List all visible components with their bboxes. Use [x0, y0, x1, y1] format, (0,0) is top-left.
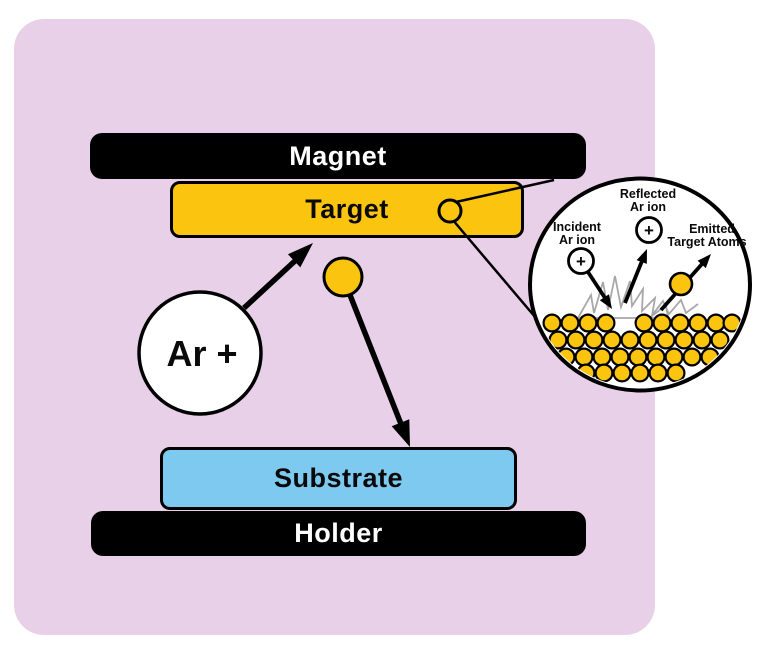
target-atom	[666, 363, 686, 383]
ar-ion-arrow	[242, 243, 313, 311]
target-bar: Target	[170, 181, 524, 238]
ar-ion-label: Ar +	[166, 333, 237, 374]
callout-source-circle	[437, 198, 463, 224]
target-atom	[594, 363, 614, 383]
target-atom	[652, 313, 672, 333]
target-atom	[688, 313, 708, 333]
reflected-arrow	[623, 249, 647, 304]
target-atom	[560, 313, 580, 333]
incident-label-line1: Incident	[553, 220, 602, 234]
holder-bar: Holder	[91, 511, 586, 556]
holder-label: Holder	[294, 518, 383, 548]
target-atom	[674, 330, 694, 350]
target-atom	[682, 347, 702, 367]
reflected-label-line1: Reflected	[620, 187, 676, 201]
emitted-label-line1: Emitted	[689, 222, 735, 236]
target-atom	[670, 313, 690, 333]
incident-ion-plus-icon: +	[576, 252, 586, 271]
target-atom	[634, 313, 654, 333]
reflected-ion-circle	[635, 216, 663, 244]
callout-line-lower	[451, 218, 548, 332]
target-atom	[584, 330, 604, 350]
target-atom	[578, 313, 598, 333]
emitted-label-line2: Target Atoms	[667, 235, 746, 249]
target-atom	[656, 330, 676, 350]
target-atom	[596, 313, 616, 333]
reflected-ion-plus-icon: +	[644, 221, 654, 240]
target-atom	[542, 313, 562, 333]
target-atom	[612, 363, 632, 383]
target-atom	[620, 330, 640, 350]
target-atom	[646, 347, 666, 367]
reflected-label-line2: Ar ion	[630, 200, 666, 214]
target-atom	[648, 363, 668, 383]
target-atom	[566, 330, 586, 350]
target-atom	[664, 347, 684, 367]
target-label: Target	[305, 194, 389, 224]
target-atom	[692, 330, 712, 350]
impact-spark-icon	[576, 275, 670, 319]
target-atom	[628, 347, 648, 367]
target-atom	[610, 347, 630, 367]
sputtered-atom-dot	[322, 256, 364, 298]
magnet-label: Magnet	[289, 140, 387, 171]
impact-spark-small-icon	[649, 298, 699, 319]
target-atom	[630, 363, 650, 383]
magnified-inset: + + Incident Ar ion Reflected Ar ion Emi…	[528, 176, 752, 393]
target-atom	[710, 330, 730, 350]
target-atom	[592, 347, 612, 367]
deposition-arrow	[347, 293, 410, 447]
ar-ion-circle	[137, 290, 263, 416]
emitted-atom-circle	[668, 271, 694, 297]
incident-ion-circle	[567, 247, 595, 275]
incident-arrow	[586, 270, 612, 309]
target-atom	[706, 313, 726, 333]
target-atom	[574, 347, 594, 367]
target-atom	[638, 330, 658, 350]
magnet-bar: Magnet	[90, 133, 586, 179]
callout-line-upper	[455, 178, 555, 204]
substrate-label: Substrate	[273, 463, 404, 493]
incident-label-line2: Ar ion	[559, 233, 595, 247]
target-atom	[602, 330, 622, 350]
substrate-bar: Substrate	[160, 447, 517, 510]
